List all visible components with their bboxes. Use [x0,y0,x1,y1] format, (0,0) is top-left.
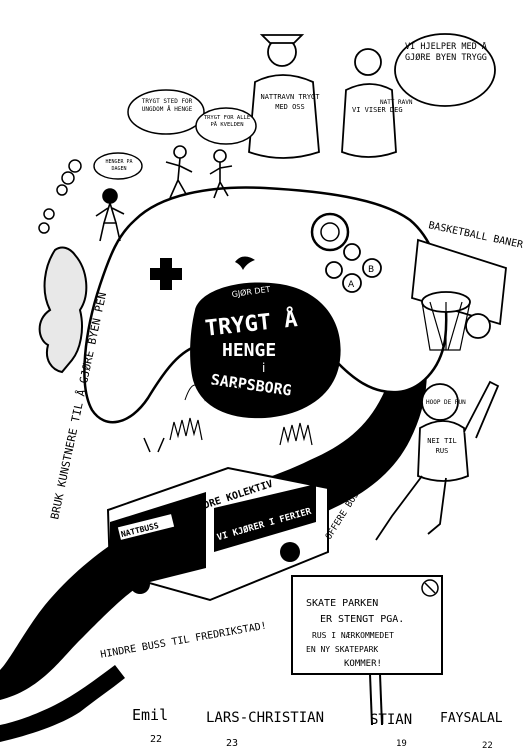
signature-faysal: FAYSALAL [440,711,503,726]
person-vi-viser [341,48,397,158]
speech-bubble-top-right-text: VI HJELPER MED Å GJØRE BYEN TRYGG [405,42,487,63]
sign-line-1: SKATE PARKEN [306,598,378,609]
button-a-icon [342,273,362,293]
signature-stian-age: 19 [396,739,407,749]
dpad-icon [150,258,182,290]
person-natteravn [248,34,320,159]
skatepark-sign [291,575,443,675]
sign-line-5: KOMMER! [344,659,382,669]
night-bus [106,437,329,602]
speech-bubble-left-small-text: HENGER PÅ DAGEN [105,159,133,172]
signature-lars: LARS-CHRISTIAN [206,710,324,726]
signature-stian: STIAN [370,712,412,728]
basketball-label: BASKETBALL BANER [427,220,524,251]
shirt-natteravn: NATTRAVN TRYGT MED OSS [260,93,320,111]
button-b-icon [362,258,382,278]
girl-figure [95,188,125,242]
basketball-player [375,380,500,541]
button-b-label: B [368,265,374,275]
signature-lars-age: 23 [226,738,238,749]
shirt-vi-viser: VI VISER DEG [352,106,403,114]
speech-bubble-mid-a-text: TRYGT STED FOR UNGDOM Å HENGE [141,98,193,113]
title-blob [190,282,341,419]
left-flame [38,246,88,374]
walking-people [165,145,233,199]
road [0,290,427,700]
player-cap: HOOP DE RUN [426,399,466,406]
hoop-net [421,301,471,351]
speech-bubble-mid-b-text: TRYGT FOR ALLE PÅ KVELDEN [203,115,251,128]
artist-tag: NIKOLINE [88,585,118,595]
title-line-2: HENGE [222,340,276,361]
bird-logo-icon [235,256,255,270]
sign-line-2: ER STENGT PGA. [320,614,404,625]
speech-bubble-mid-b [195,107,257,145]
speech-bubble-top-right [394,33,496,107]
signature-faysal-age: 22 [482,741,493,751]
shirt-badge: NATT RAVN [380,99,413,106]
sign-line-4: EN NY SKATEPARK [306,645,378,654]
road-text-under: HINDRE BUSS TIL FREDRIKSTAD! [100,621,268,661]
sign-line-3: RUS I NÆRKOMMEDET [312,631,394,640]
title-line-3: i [262,361,265,375]
signature-emil-age: 22 [150,734,162,745]
speech-bubble-left-small [93,152,143,180]
player-shirt: NEI TIL RUS [427,437,457,455]
signature-emil: Emil [132,706,168,724]
basketball [465,313,491,339]
button-a-label: A [348,280,355,290]
speech-bubble-mid-a [127,89,205,135]
